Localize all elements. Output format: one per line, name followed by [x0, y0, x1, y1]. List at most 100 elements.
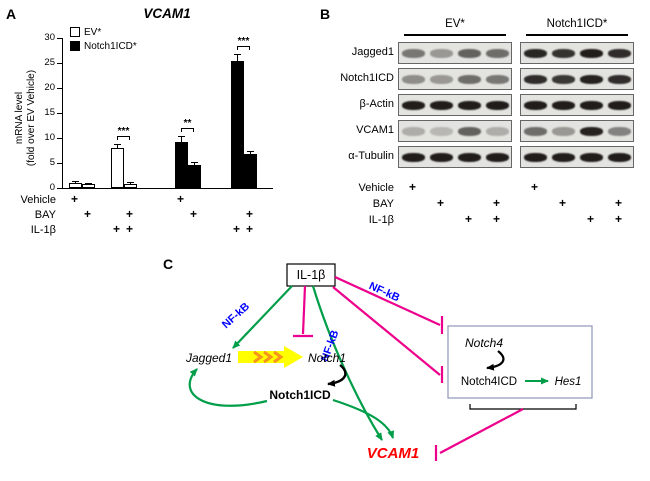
bar: [231, 61, 244, 188]
bar: [69, 183, 82, 188]
legend-swatch-notch1icd: [70, 41, 80, 51]
blot-band: [486, 153, 509, 162]
treatment-plus: +: [614, 212, 622, 226]
bar: [244, 153, 257, 188]
y-tick: [57, 87, 62, 89]
error-bar-cap: [247, 150, 254, 152]
blot-strip: [520, 68, 634, 90]
notch1-cleavage-arrow: [327, 364, 347, 387]
y-tick: [57, 62, 62, 64]
blot-strip: [398, 94, 512, 116]
treatment-plus: +: [176, 192, 184, 206]
il1b-to-jagged1-arrow: [232, 285, 293, 349]
treatment-plus: +: [125, 207, 133, 221]
bar: [111, 147, 124, 188]
legend-label-notch1icd: Notch1ICD*: [84, 40, 137, 52]
blot-strip: [398, 68, 512, 90]
error-bar-cap: [178, 136, 185, 137]
treatment-plus: +: [492, 212, 500, 226]
blot-band: [486, 75, 509, 84]
treatment-plus: +: [436, 196, 444, 210]
treatment-plus: +: [408, 180, 416, 194]
y-tick: [57, 187, 62, 189]
blot-group-underline-notch1icd: [526, 34, 628, 36]
notch4-output-bracket: [469, 404, 577, 410]
treatment-plus: +: [530, 180, 538, 194]
significance-bracket: [181, 128, 194, 132]
chart-legend: EV* Notch1ICD*: [70, 25, 137, 53]
pathway-diagram: IL-1β NF-kB NF-kB NF-kB Jagged1 Notch1 N…: [185, 263, 593, 462]
blot-band: [458, 153, 481, 162]
panel-a-label: A: [6, 6, 17, 22]
blot-band: [580, 49, 603, 58]
blot-band: [486, 101, 509, 110]
error-bar-stem: [194, 163, 195, 165]
vcam1-label: VCAM1: [367, 445, 420, 462]
blot-group-header-ev: EV*: [445, 18, 465, 30]
notch1icd-to-jagged1-feedback-arrow: [188, 368, 268, 407]
treatment-plus: +: [83, 207, 91, 221]
blot-strip: [398, 146, 512, 168]
treatment-plus: +: [586, 212, 594, 226]
y-tick-label: 15: [44, 107, 55, 118]
treatment-matrix-a: Vehicle++BAY++++IL-1β++++: [4, 192, 316, 246]
blot-band: [552, 153, 575, 162]
error-bar-cap: [85, 182, 92, 184]
panel-b-label: B: [320, 6, 331, 22]
significance-bracket: [117, 136, 130, 140]
protein-label: Jagged1: [351, 46, 394, 58]
legend-item-notch1icd: Notch1ICD*: [70, 39, 137, 53]
y-tick: [57, 137, 62, 139]
y-tick-label: 20: [44, 82, 55, 93]
blot-band: [458, 75, 481, 84]
blot-strip: [398, 42, 512, 64]
il1b-to-notch1-inhibit-line: [301, 285, 307, 335]
chart-title: VCAM1: [143, 6, 191, 21]
notch1-label: Notch1: [308, 351, 346, 365]
notch4icd-label: Notch4ICD: [461, 376, 517, 388]
blot-strip: [520, 146, 634, 168]
blot-band: [486, 49, 509, 58]
treatment-plus: +: [245, 207, 253, 221]
protein-label: Notch1ICD: [340, 72, 394, 84]
blot-band: [552, 49, 575, 58]
error-bar-stem: [130, 183, 131, 184]
notch4-to-vcam1-inhibit-line: [439, 408, 524, 454]
treatment-row-label: Vehicle: [358, 182, 394, 194]
notch4-label: Notch4: [465, 336, 503, 350]
error-bar-stem: [117, 145, 118, 148]
blot-group-underline-ev: [404, 34, 506, 36]
blot-band: [524, 75, 547, 84]
legend-swatch-ev: [70, 27, 80, 37]
treatment-row-label: IL-1β: [30, 224, 56, 236]
y-tick-label: 5: [49, 157, 55, 168]
il1b-to-notch4-inhibit-line: [334, 275, 441, 327]
y-tick: [57, 37, 62, 39]
y-tick: [57, 112, 62, 114]
treatment-plus: +: [614, 196, 622, 210]
notch4-box: [447, 325, 593, 399]
blot-band: [402, 153, 425, 162]
treatment-plus: +: [492, 196, 500, 210]
y-tick-label: 30: [44, 32, 55, 43]
treatment-plus: +: [464, 212, 472, 226]
error-bar-stem: [181, 137, 182, 142]
y-axis-label-line1: mRNA level: [14, 91, 25, 145]
hes1-label: Hes1: [555, 376, 582, 388]
chevron-icon: [273, 350, 284, 364]
blot-band: [430, 75, 453, 84]
treatment-plus: +: [245, 222, 253, 236]
error-bar-cap: [72, 181, 79, 183]
significance-label: ***: [117, 126, 130, 137]
treatment-row-label: IL-1β: [368, 214, 394, 226]
bar: [188, 165, 201, 188]
significance-label: ***: [237, 35, 250, 47]
blot-band: [430, 153, 453, 162]
treatment-plus: +: [112, 222, 120, 236]
blot-band: [430, 49, 453, 58]
blot-band: [608, 49, 631, 58]
